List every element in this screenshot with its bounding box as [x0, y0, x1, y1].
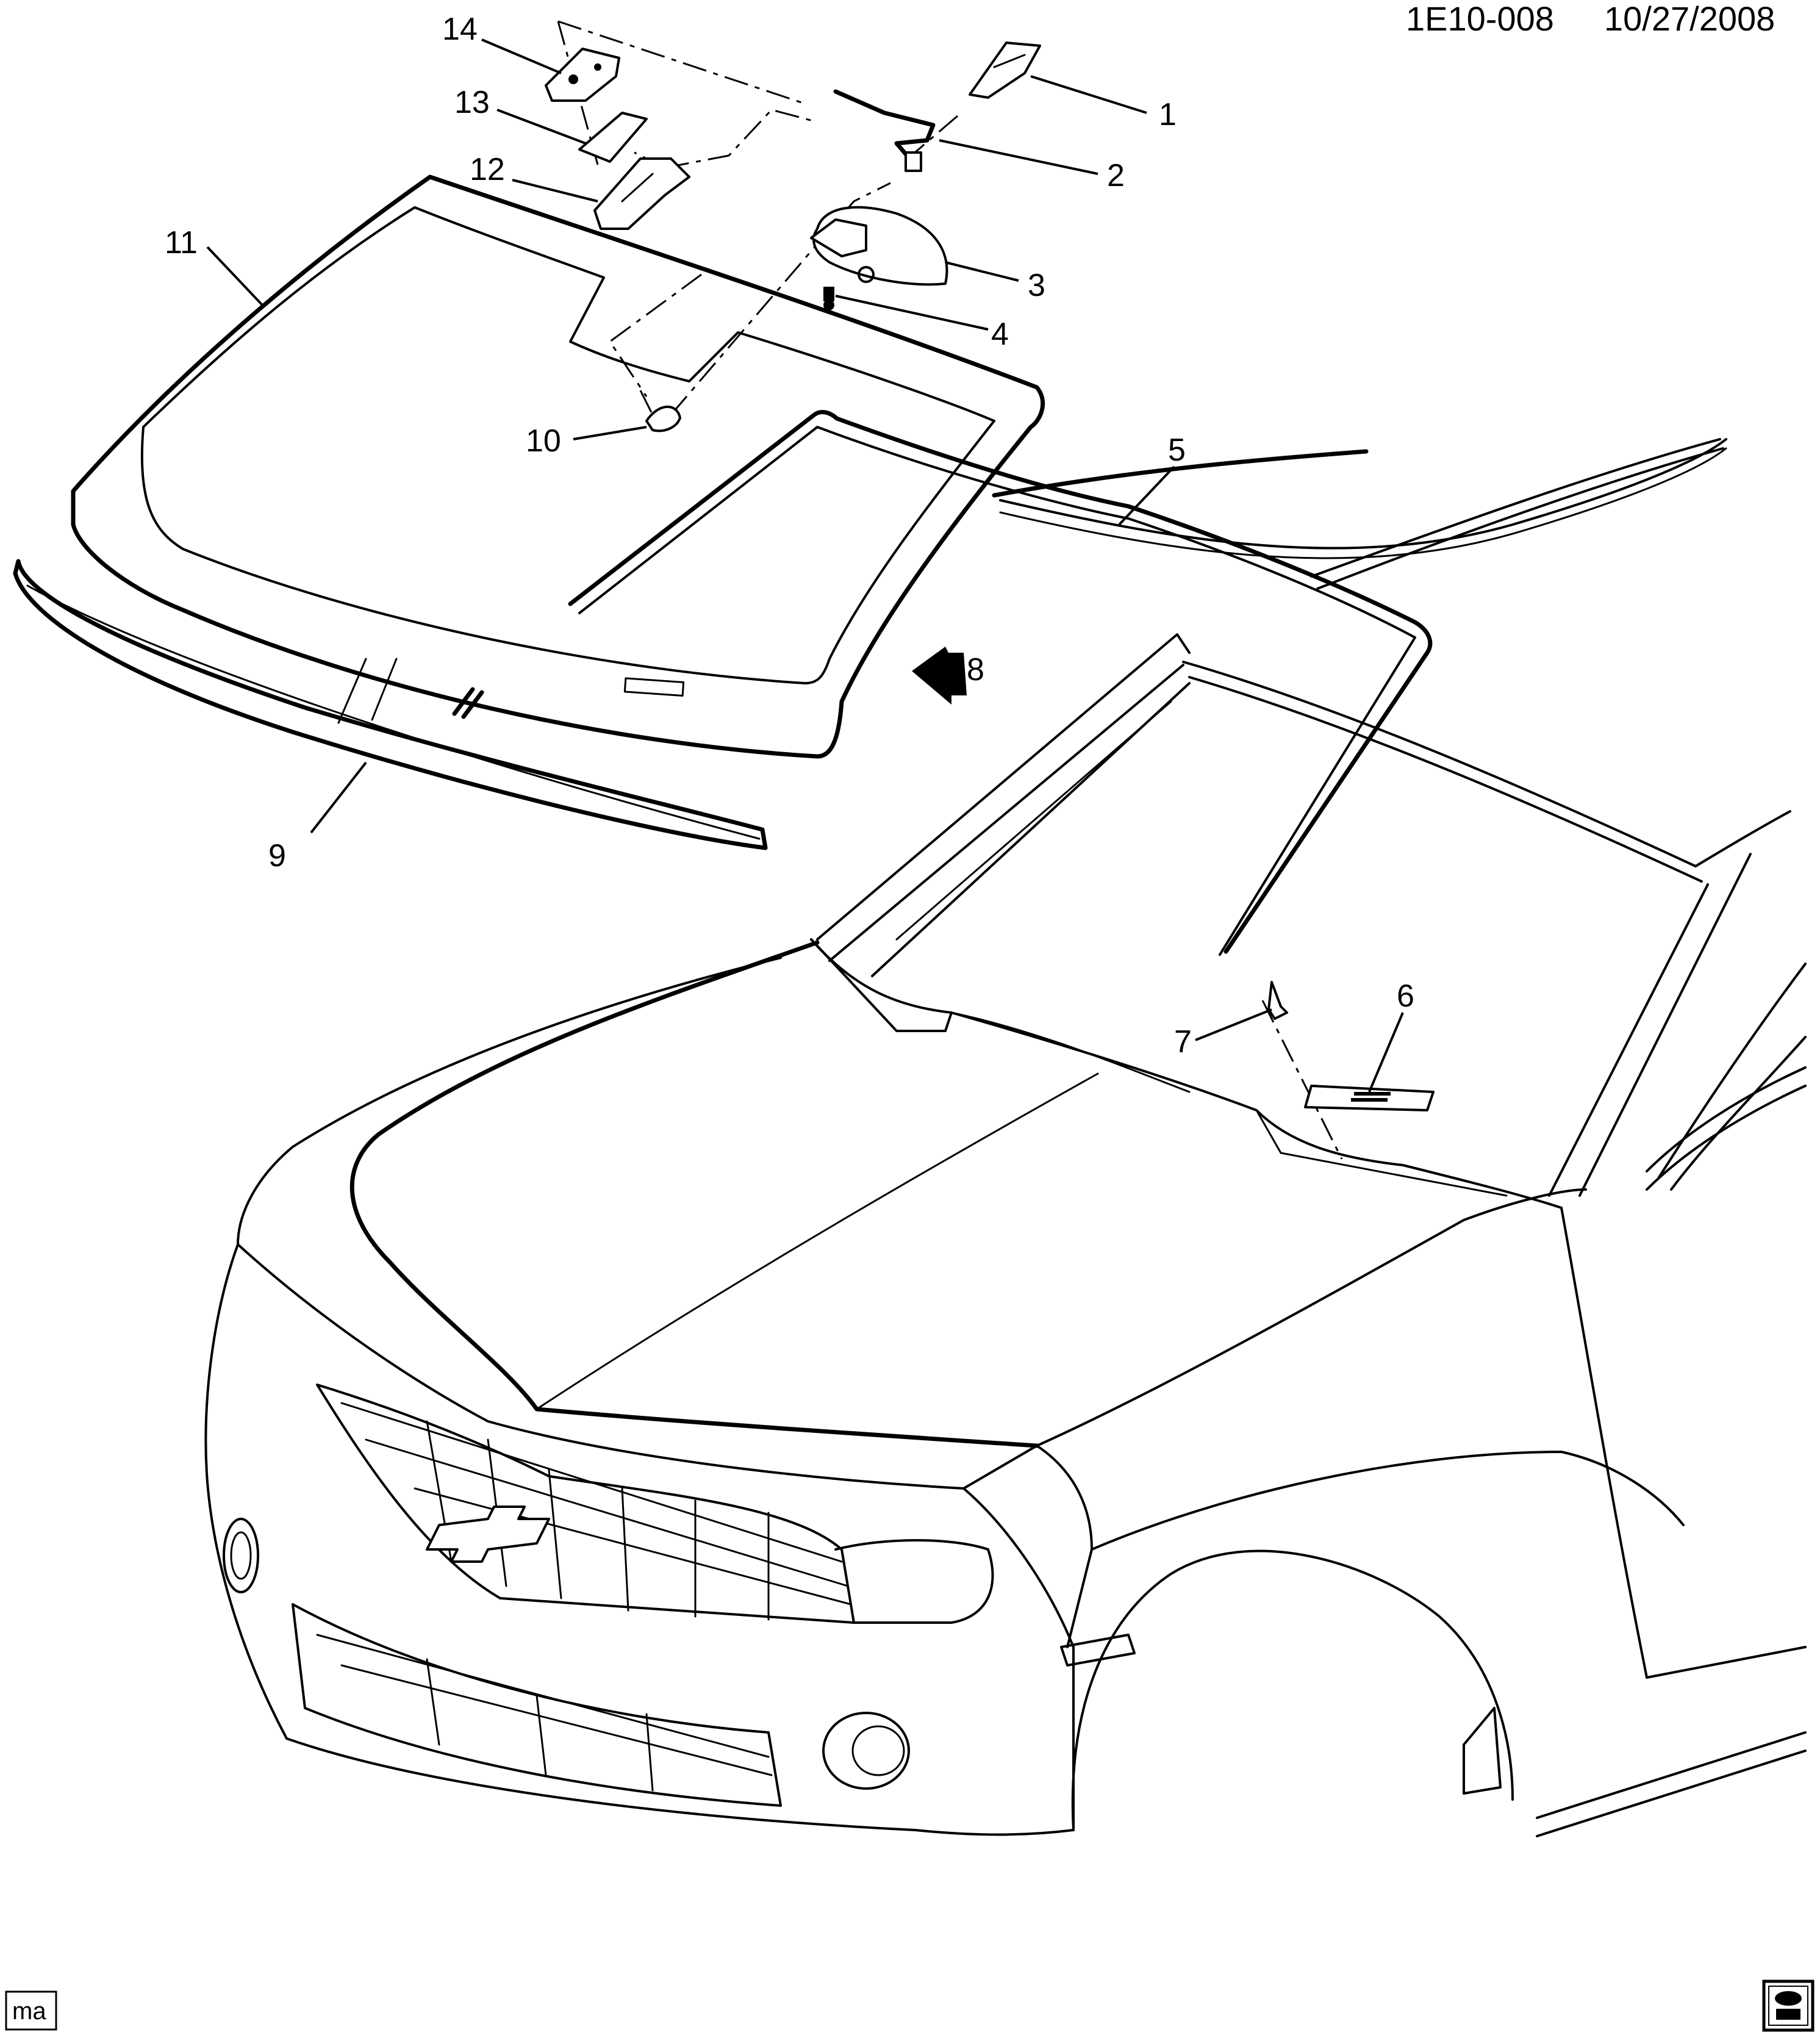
corner-tag: ma: [5, 1990, 57, 2031]
vin-plate: [1304, 1085, 1435, 1111]
windshield-glass: [71, 174, 1045, 759]
callout-2: 2: [1107, 158, 1125, 193]
vin-plate-rivet: [1267, 981, 1288, 1020]
assembly-centerlines: [557, 20, 1343, 1160]
callout-14: 14: [442, 12, 478, 47]
mirror-cover: [969, 41, 1041, 99]
vehicle-body: [204, 438, 1807, 1837]
gm-spo-logo: [1762, 1979, 1815, 2032]
callout-3: 3: [1028, 268, 1045, 303]
corner-tag-text: ma: [12, 1998, 46, 2025]
mirror-wiring-harness: [833, 89, 936, 172]
inside-rearview-mirror: [810, 206, 948, 286]
callout-7: 7: [1174, 1024, 1192, 1060]
mirror-support-button: [645, 405, 681, 432]
sensor-pad: [578, 112, 648, 163]
callout-9: 9: [268, 838, 286, 874]
callout-4: 4: [991, 317, 1009, 352]
sensor-bracket: [593, 157, 690, 230]
rain-sensor: [545, 48, 620, 102]
mirror-screw: [823, 287, 834, 310]
callout-13: 13: [454, 85, 490, 120]
callout-8: 8: [967, 652, 984, 687]
view-direction-arrow: [912, 647, 967, 705]
callout-10: 10: [526, 423, 561, 459]
windshield-molding: [568, 409, 1727, 956]
diagram-id: 1E10-008: [1406, 0, 1554, 38]
leader-lines: [206, 38, 1404, 1093]
callout-6: 6: [1397, 978, 1414, 1014]
lower-windshield-molding: [13, 559, 768, 850]
callout-5: 5: [1168, 432, 1186, 468]
callout-11: 11: [165, 225, 198, 260]
diagram-date: 10/27/2008: [1604, 0, 1775, 38]
callout-12: 12: [470, 152, 505, 187]
callout-1: 1: [1159, 97, 1177, 132]
